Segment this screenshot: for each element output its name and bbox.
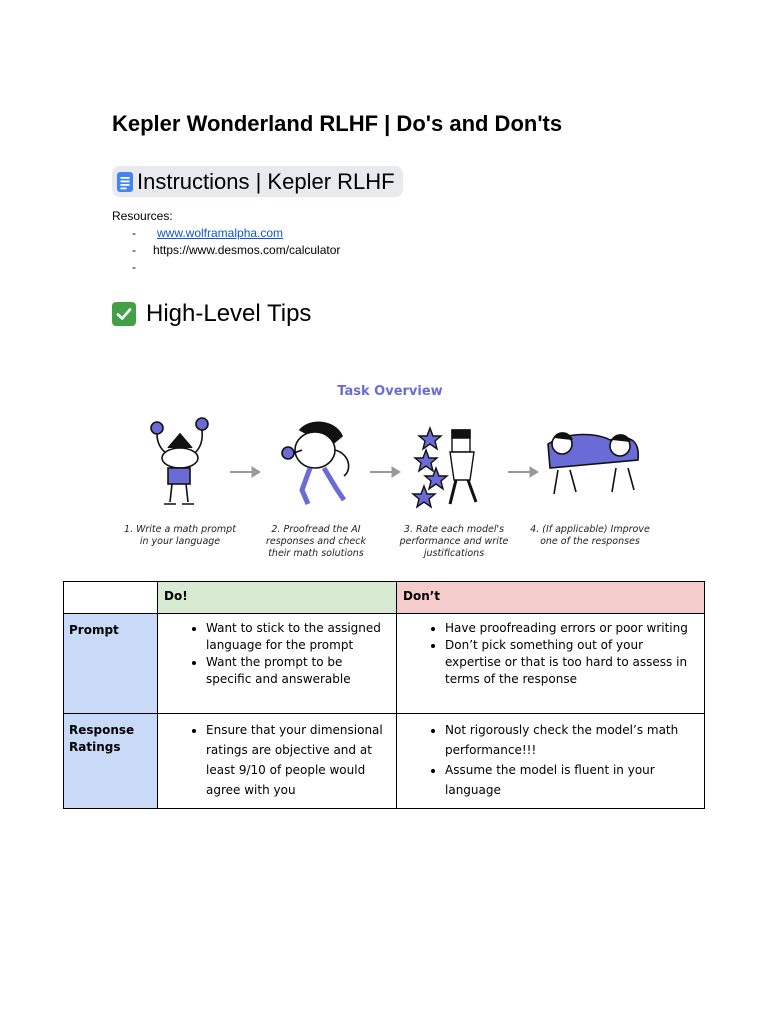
google-docs-icon <box>116 171 134 193</box>
check-mark-icon <box>112 302 136 326</box>
tips-heading-text: High-Level Tips <box>146 300 312 327</box>
resources-section: Resources: - www.wolframalpha.com - http… <box>112 208 340 276</box>
list-dash: - <box>132 260 136 274</box>
list-item: Want the prompt to be specific and answe… <box>206 654 388 688</box>
bullet-list: Ensure that your dimensional ratings are… <box>184 720 388 800</box>
list-item: Ensure that your dimensional ratings are… <box>206 720 388 800</box>
list-dash: - <box>132 243 136 257</box>
task-overview-illustration: Task Overview <box>124 380 650 565</box>
step4-caption: 4. (If applicable) Improve one of the re… <box>530 524 650 547</box>
step1-figure-illustration <box>150 417 209 505</box>
step3-caption: 3. Rate each model's performance and wri… <box>399 524 509 559</box>
instructions-doc-label: Instructions | Kepler RLHF <box>137 168 395 194</box>
step2-figure-illustration <box>281 421 350 505</box>
step1-caption: 1. Write a math prompt in your language <box>124 524 236 547</box>
resource-item: - https://www.desmos.com/calculator <box>112 242 340 259</box>
task-overview-figures <box>150 417 639 509</box>
dos-donts-table: Do! Don’t Prompt Want to stick to the as… <box>63 581 705 809</box>
resources-list: - www.wolframalpha.com - https://www.des… <box>112 225 340 276</box>
bullet-list: Want to stick to the assigned language f… <box>184 620 388 688</box>
step2-caption: 2. Proofread the AI responses and check … <box>265 524 367 559</box>
wolframalpha-link[interactable]: www.wolframalpha.com <box>157 226 284 240</box>
high-level-tips-heading: High-Level Tips <box>112 300 311 328</box>
list-item: Have proofreading errors or poor writing <box>445 620 696 637</box>
resource-item: - <box>112 259 340 276</box>
header-blank-cell <box>63 581 158 614</box>
arrow-right-icon <box>508 466 539 478</box>
bullet-list: Have proofreading errors or poor writing… <box>423 620 696 688</box>
prompt-dont-cell: Have proofreading errors or poor writing… <box>396 613 705 714</box>
list-item: Want to stick to the assigned language f… <box>206 620 388 654</box>
resources-label: Resources: <box>112 209 173 223</box>
step3-figure-illustration <box>411 426 478 509</box>
task-overview-title: Task Overview <box>337 384 443 399</box>
bullet-list: Not rigorously check the model’s math pe… <box>423 720 696 800</box>
row-label-prompt: Prompt <box>63 613 158 714</box>
table-row: Response Ratings Ensure that your dimens… <box>63 713 705 809</box>
instructions-doc-chip[interactable]: Instructions | Kepler RLHF <box>112 166 403 197</box>
arrow-right-icon <box>230 466 261 478</box>
list-item: Not rigorously check the model’s math pe… <box>445 720 696 760</box>
step4-figure-illustration <box>547 432 639 495</box>
header-do-cell: Do! <box>157 581 397 614</box>
ratings-do-cell: Ensure that your dimensional ratings are… <box>157 713 397 809</box>
header-dont-cell: Don’t <box>396 581 705 614</box>
prompt-do-cell: Want to stick to the assigned language f… <box>157 613 397 714</box>
table-header-row: Do! Don’t <box>63 581 705 614</box>
arrow-right-icon <box>370 466 401 478</box>
list-dash: - <box>132 226 136 240</box>
row-label-response-ratings: Response Ratings <box>63 713 158 809</box>
list-item: Don’t pick something out of your experti… <box>445 637 696 688</box>
ratings-dont-cell: Not rigorously check the model’s math pe… <box>396 713 705 809</box>
page-title: Kepler Wonderland RLHF | Do's and Don'ts <box>112 111 563 136</box>
resource-item: - www.wolframalpha.com <box>112 225 340 242</box>
list-item: Assume the model is fluent in your langu… <box>445 760 696 800</box>
desmos-url-text: https://www.desmos.com/calculator <box>153 243 341 257</box>
table-row: Prompt Want to stick to the assigned lan… <box>63 613 705 714</box>
